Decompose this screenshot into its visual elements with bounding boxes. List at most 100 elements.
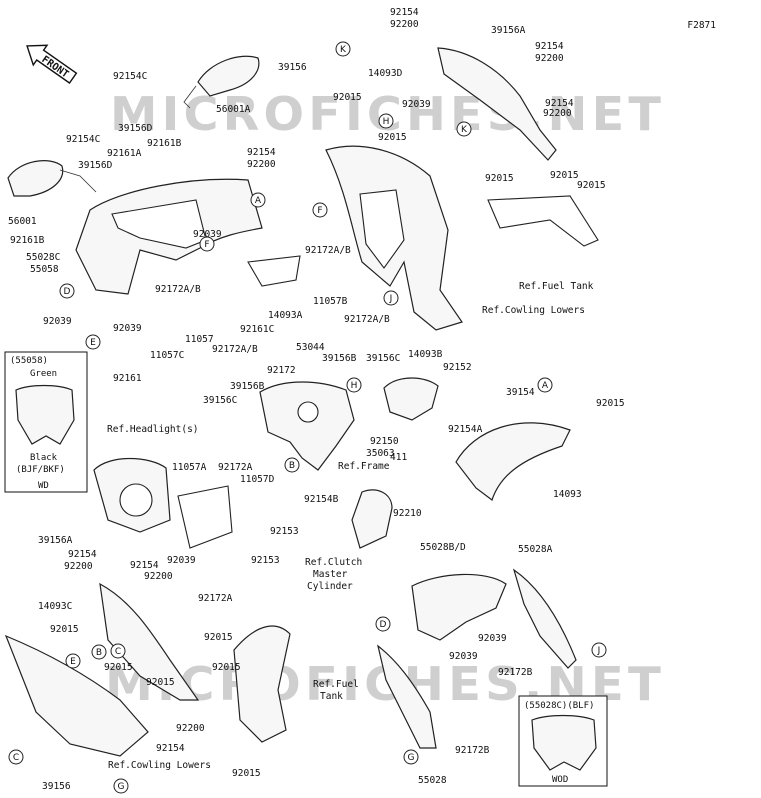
part-label-l44: 39156B bbox=[322, 353, 357, 364]
callout-circle bbox=[284, 457, 300, 473]
windshield-39154 bbox=[455, 422, 571, 501]
part-label-l17: 92161B bbox=[147, 138, 182, 149]
callout-d-6: D bbox=[59, 283, 75, 299]
part-label-l12: 56001A bbox=[216, 104, 251, 115]
part-label-l65: 92210 bbox=[393, 508, 422, 519]
callout-c-18: C bbox=[8, 749, 24, 765]
part-label-l43: 11057C bbox=[150, 350, 184, 361]
callout-g-17: G bbox=[403, 749, 419, 765]
part-label-l66: 92153 bbox=[270, 526, 299, 537]
part-label-l58: 411 bbox=[390, 452, 407, 463]
part-label-l31: 92172A/B bbox=[155, 284, 201, 295]
part-label-l25: 56001 bbox=[8, 216, 37, 227]
part-label-l68: 55028B/D bbox=[420, 542, 466, 553]
callout-letter: B bbox=[289, 461, 295, 471]
inset-left-line3: (BJF/BKF) bbox=[16, 465, 65, 475]
callout-circle bbox=[59, 283, 75, 299]
callout-d-15: D bbox=[375, 616, 391, 632]
part-label-l97: 39156 bbox=[42, 781, 71, 792]
part-label-l36: 92039 bbox=[43, 316, 72, 327]
callout-letter: G bbox=[118, 782, 125, 792]
callout-letter: D bbox=[64, 287, 71, 297]
part-label-l28: 92172A/B bbox=[305, 245, 351, 256]
callout-circle bbox=[375, 616, 391, 632]
part-label-l18: 92161A bbox=[107, 148, 142, 159]
part-label-l22: 92015 bbox=[485, 173, 514, 184]
instrument-bracket bbox=[259, 381, 355, 471]
part-label-l94: 55028 bbox=[418, 775, 447, 786]
part-label-l41: 92172A/B bbox=[212, 344, 258, 355]
callout-letter: C bbox=[13, 753, 19, 763]
part-label-l92: 92154 bbox=[156, 743, 185, 754]
callout-k-0: K bbox=[335, 41, 351, 57]
part-label-l24: 92015 bbox=[577, 180, 606, 191]
part-label-l93: 92172B bbox=[455, 745, 490, 756]
inset-box-right: (55028C)(BLF) WOD bbox=[518, 695, 608, 787]
part-label-l6: 39156 bbox=[278, 62, 307, 73]
callout-circle bbox=[346, 377, 362, 393]
inner-cover-14093a bbox=[247, 255, 301, 287]
part-label-l54: Ref.Headlight(s) bbox=[107, 424, 199, 435]
callout-letter: F bbox=[204, 240, 209, 250]
part-label-l70: 92154 bbox=[68, 549, 97, 560]
inset-right-title: (55028C)(BLF) bbox=[524, 701, 594, 711]
part-label-l46: 14093B bbox=[408, 349, 443, 360]
callout-circle bbox=[65, 653, 81, 669]
part-label-l75: 92154 bbox=[130, 560, 159, 571]
mirror-right bbox=[197, 55, 260, 97]
part-label-l27: 92039 bbox=[193, 229, 222, 240]
callout-letter: F bbox=[317, 206, 322, 216]
callout-circle bbox=[537, 377, 553, 393]
part-label-l11: 92154 bbox=[545, 98, 574, 109]
part-label-l76: Master bbox=[313, 569, 348, 580]
inset-left-cowl-icon bbox=[15, 384, 75, 445]
part-label-l67: 39156A bbox=[38, 535, 73, 546]
part-label-l21: 92200 bbox=[247, 159, 276, 170]
part-label-l62: 11057D bbox=[240, 474, 275, 485]
part-label-l45: 39156C bbox=[366, 353, 400, 364]
part-label-l69: 55028A bbox=[518, 544, 553, 555]
callout-letter: H bbox=[383, 117, 390, 127]
callout-b-13: B bbox=[91, 644, 107, 660]
part-label-l51: 39154 bbox=[506, 387, 535, 398]
callout-circle bbox=[456, 121, 472, 137]
part-label-l73: Ref.Clutch bbox=[305, 557, 362, 568]
part-label-l52: 39156C bbox=[203, 395, 237, 406]
part-label-l49: 92161 bbox=[113, 373, 142, 384]
part-label-l50: 39156B bbox=[230, 381, 265, 392]
callout-circle bbox=[403, 749, 419, 765]
callout-letter: A bbox=[542, 381, 549, 391]
part-label-l23: 92015 bbox=[550, 170, 579, 181]
callout-letter: D bbox=[380, 620, 387, 630]
callout-letter: G bbox=[408, 753, 415, 763]
part-label-l81: 92015 bbox=[50, 624, 79, 635]
part-labels: 921549220039156A92154922003915614093D921… bbox=[8, 7, 625, 792]
callout-letter: B bbox=[96, 648, 102, 658]
part-label-l34: Ref.Cowling Lowers bbox=[482, 305, 585, 316]
part-label-l42: 53044 bbox=[296, 342, 325, 353]
callout-letter: H bbox=[351, 381, 358, 391]
part-label-l55: 92154A bbox=[448, 424, 483, 435]
part-label-l3: 39156A bbox=[491, 25, 526, 36]
callout-circle bbox=[8, 749, 24, 765]
part-label-l39: 92172A/B bbox=[344, 314, 390, 325]
part-label-l37: 92039 bbox=[113, 323, 142, 334]
callout-circle bbox=[113, 778, 129, 794]
callout-e-14: E bbox=[65, 653, 81, 669]
part-label-l13: 92200 bbox=[543, 108, 572, 119]
callout-letter: E bbox=[70, 657, 76, 667]
part-label-l53: 92015 bbox=[596, 398, 625, 409]
part-label-l10: 92039 bbox=[402, 99, 431, 110]
callout-g-19: G bbox=[113, 778, 129, 794]
part-label-l79: 92172A bbox=[198, 593, 233, 604]
part-label-l83: 92015 bbox=[204, 632, 233, 643]
part-label-l35: 14093A bbox=[268, 310, 303, 321]
part-label-l40: 11057 bbox=[185, 334, 214, 345]
part-label-l88: 92015 bbox=[146, 677, 175, 688]
inset-left-line2: Black bbox=[30, 453, 58, 463]
top-right-panel bbox=[437, 47, 557, 161]
callout-circle bbox=[85, 334, 101, 350]
callout-k-2: K bbox=[456, 121, 472, 137]
part-label-l8: 92154C bbox=[113, 71, 147, 82]
